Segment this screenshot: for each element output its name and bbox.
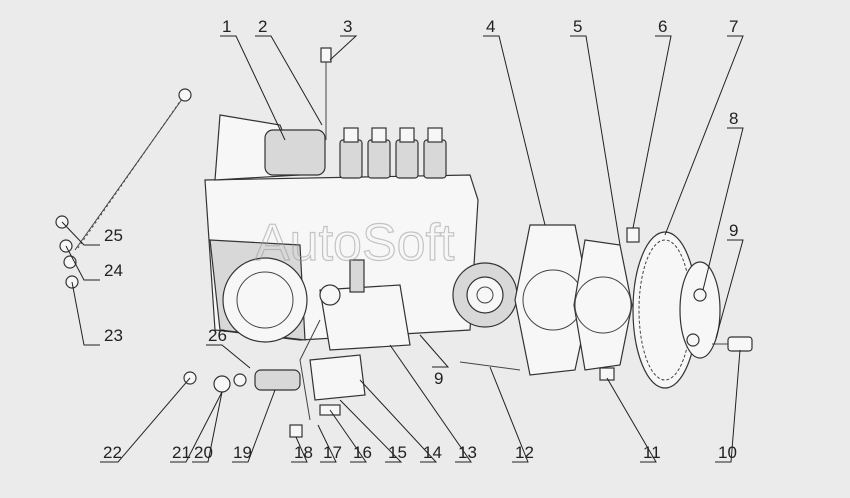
callout-25: 25 <box>104 226 123 245</box>
flange-hub <box>679 261 721 359</box>
injector-fittings <box>339 127 447 179</box>
callout-26: 26 <box>208 326 227 345</box>
callout-24: 24 <box>104 261 123 280</box>
callout-16: 16 <box>353 443 372 462</box>
transfer-pump <box>319 259 411 351</box>
leader-lines <box>61 35 744 463</box>
callout-labels: 1 2 3 4 5 6 7 8 9 9 10 11 12 13 14 15 16… <box>103 17 738 462</box>
callout-15: 15 <box>388 443 407 462</box>
callout-7: 7 <box>729 17 738 36</box>
housing-plate <box>514 224 591 376</box>
callout-1: 1 <box>222 17 231 36</box>
callout-12: 12 <box>515 443 534 462</box>
callout-9b: 9 <box>434 369 443 388</box>
callout-9a: 9 <box>729 221 738 240</box>
callout-10: 10 <box>718 443 737 462</box>
callout-18: 18 <box>294 443 313 462</box>
callout-4: 4 <box>486 17 495 36</box>
callout-22: 22 <box>103 443 122 462</box>
callout-8: 8 <box>729 109 738 128</box>
callout-5: 5 <box>573 17 582 36</box>
callout-2: 2 <box>258 17 267 36</box>
watermark-text: AutoSoft <box>255 214 455 272</box>
callout-17: 17 <box>323 443 342 462</box>
callout-20: 20 <box>194 443 213 462</box>
callout-21: 21 <box>172 443 191 462</box>
spring-rod <box>74 88 192 251</box>
callout-11: 11 <box>643 443 661 462</box>
gasket <box>573 239 633 371</box>
callout-14: 14 <box>423 443 442 462</box>
callout-6: 6 <box>658 17 667 36</box>
hex-bolts <box>459 227 753 381</box>
fuel-line-assembly <box>183 319 366 438</box>
callout-13: 13 <box>458 443 477 462</box>
pump-body <box>204 114 479 343</box>
coupling-hub <box>452 262 518 328</box>
callout-23: 23 <box>104 326 123 345</box>
callout-3: 3 <box>343 17 352 36</box>
long-bolt-top <box>320 47 332 140</box>
callout-19: 19 <box>233 443 252 462</box>
